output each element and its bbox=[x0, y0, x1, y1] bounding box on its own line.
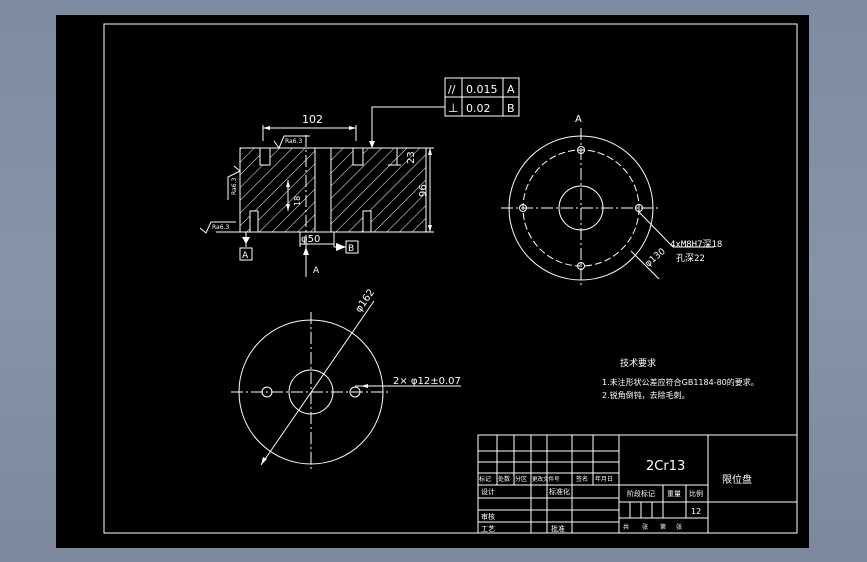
datum-a-box bbox=[239, 247, 253, 261]
svg-text:分区: 分区 bbox=[515, 475, 527, 483]
dim-bore: φ50 bbox=[301, 234, 320, 245]
dim-width: 102 bbox=[302, 113, 323, 126]
dim-bolt-circle: φ130 bbox=[644, 247, 668, 270]
hole-top bbox=[577, 146, 585, 154]
front-section-view: 102 23 96 18 φ50 Ra6.3 Ra6.3 bbox=[199, 77, 520, 277]
top-slot-right bbox=[352, 147, 364, 166]
hole-left bbox=[519, 204, 527, 212]
svg-text:0.02: 0.02 bbox=[466, 102, 491, 115]
hole-note-2: 孔深22 bbox=[676, 253, 705, 264]
svg-text:Ra6.3: Ra6.3 bbox=[231, 178, 238, 195]
drawing-border bbox=[103, 23, 798, 534]
tech-item-2: 2.锐角倒钝，去除毛刺。 bbox=[602, 390, 690, 400]
bottom-view: φ162 2× φ12±0.07 bbox=[231, 287, 461, 472]
tech-item-1: 1.未注形状公差应符合GB1184-80的要求。 bbox=[602, 377, 759, 387]
svg-text:工艺: 工艺 bbox=[481, 525, 495, 533]
hole-bottom bbox=[577, 262, 585, 270]
scale-value: 12 bbox=[691, 507, 701, 516]
dim-top: 23 bbox=[406, 151, 417, 164]
title-block: 标记 处数 分区 更改文件号 签名 年月日 设计 标准化 审核 工艺 批准 2C… bbox=[477, 434, 798, 534]
svg-text:B: B bbox=[507, 102, 515, 115]
bottom-hole-right bbox=[362, 210, 372, 233]
svg-text:⊥: ⊥ bbox=[448, 101, 458, 115]
svg-text:共: 共 bbox=[623, 523, 629, 531]
svg-text:Ra6.3: Ra6.3 bbox=[285, 138, 302, 145]
datum-b-box bbox=[345, 240, 359, 254]
view-arrow-label: A bbox=[313, 266, 320, 276]
hole-right bbox=[635, 204, 643, 212]
svg-text:审核: 审核 bbox=[481, 512, 495, 521]
dim-side: 18 bbox=[293, 196, 302, 206]
top-slot-left bbox=[259, 147, 271, 166]
svg-text:重量: 重量 bbox=[667, 490, 681, 498]
hole-note-1: 4xM8H7深18 bbox=[670, 239, 722, 250]
bottom-hole-left bbox=[249, 210, 259, 233]
roughness-left: Ra6.3 bbox=[227, 165, 241, 200]
dim-holes: 2× φ12±0.07 bbox=[393, 376, 461, 387]
tech-title: 技术要求 bbox=[620, 357, 656, 369]
roughness-bottom: Ra6.3 bbox=[199, 221, 240, 234]
view-a-title: A bbox=[575, 114, 582, 125]
svg-text:Ra6.3: Ra6.3 bbox=[212, 224, 229, 231]
svg-text:标记: 标记 bbox=[479, 475, 491, 483]
view-a: A 4xM8H7深18 孔深22 φ130 bbox=[501, 114, 722, 288]
svg-text:更改文件号: 更改文件号 bbox=[532, 475, 560, 483]
svg-text:张: 张 bbox=[676, 523, 682, 531]
drawing-sheet: 102 23 96 18 φ50 Ra6.3 Ra6.3 bbox=[56, 15, 809, 548]
svg-text:标准化: 标准化 bbox=[549, 487, 570, 496]
technical-requirements: 技术要求 1.未注形状公差应符合GB1184-80的要求。 2.锐角倒钝，去除毛… bbox=[602, 357, 759, 400]
tolerance-frame: // 0.015 A ⊥ 0.02 B bbox=[369, 77, 520, 148]
right-wall-section bbox=[330, 147, 427, 233]
svg-text://: // bbox=[448, 83, 456, 96]
svg-text:B: B bbox=[348, 244, 354, 254]
svg-text:0.015: 0.015 bbox=[466, 83, 498, 96]
svg-text:年月日: 年月日 bbox=[595, 475, 613, 483]
drawing-canvas: 102 23 96 18 φ50 Ra6.3 Ra6.3 bbox=[103, 23, 798, 534]
svg-text:处数: 处数 bbox=[498, 475, 510, 483]
svg-text:张: 张 bbox=[642, 523, 648, 531]
svg-text:设计: 设计 bbox=[481, 487, 495, 496]
svg-text:A: A bbox=[242, 251, 249, 261]
bottom-hole-right bbox=[349, 386, 361, 398]
roughness-top: Ra6.3 bbox=[273, 135, 310, 150]
material-label: 2Cr13 bbox=[646, 459, 685, 474]
svg-text:签名: 签名 bbox=[576, 475, 588, 483]
svg-text:阶段标记: 阶段标记 bbox=[627, 489, 655, 498]
bottom-hole-left bbox=[261, 386, 273, 398]
svg-text:A: A bbox=[507, 83, 515, 96]
part-name: 限位盘 bbox=[722, 473, 752, 486]
svg-text:第: 第 bbox=[660, 523, 666, 531]
dim-height: 96 bbox=[418, 184, 429, 197]
svg-text:比例: 比例 bbox=[689, 489, 703, 498]
svg-text:批准: 批准 bbox=[551, 524, 565, 533]
